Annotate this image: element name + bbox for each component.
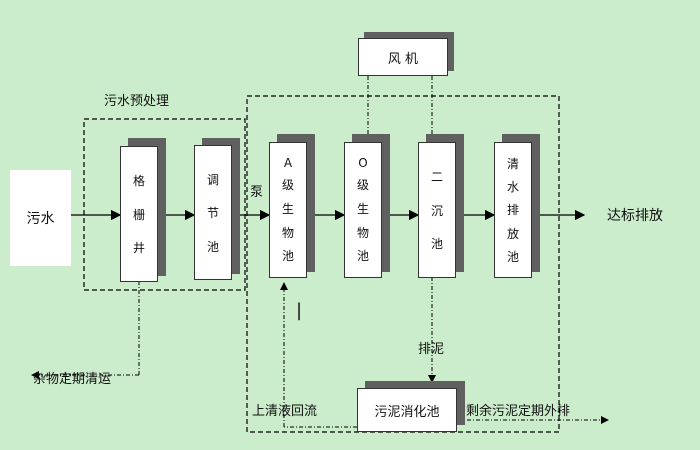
o-tank-char: O [358,155,368,170]
clarifier-char: 二 [430,169,443,184]
blower-label: 风 机 [387,51,419,67]
grating-well-char: 栅 [132,207,145,222]
discharge-label: 达标排放 [607,208,663,224]
blower-box: 风 机 [358,38,448,76]
clarifier-box: 二 沉 池 [418,142,456,278]
pretreatment-group-border [83,118,246,291]
excess-sludge-label: 剩余污泥定期外排 [466,404,571,419]
regulating-tank-char: 节 [206,206,219,220]
sludge-discharge-label: 排泥 [418,342,445,357]
clear-tank-char: 清 [506,157,519,172]
pretreatment-group-label: 污水预处理 [104,94,170,109]
clarifier-char: 沉 [430,203,443,218]
grating-well-char: 格 [132,173,145,188]
o-tank-char: 物 [356,225,369,240]
regulating-tank-char: 池 [206,239,219,254]
grating-well-box: 格 栅 井 [120,146,158,282]
sewage-label: 污水 [26,211,55,227]
debris-removal-label: 杂物定期清运 [33,372,112,387]
o-tank-char: 级 [356,178,369,193]
a-tank-char: 池 [281,249,294,264]
pump-label: 泵 [250,185,264,200]
regulating-tank-char: 调 [206,172,219,187]
clear-tank-char: 池 [506,249,519,264]
clear-tank-char: 排 [506,203,519,218]
discharge-output-box: 达标排放 [585,191,685,239]
vertical-mark: | [296,300,303,321]
supernatant-return-label: 上清液回流 [252,404,318,419]
main-process-group-border [246,95,560,433]
a-tank-char: A [283,155,293,170]
a-tank-char: 物 [281,225,294,240]
o-tank-char: 池 [356,249,369,264]
clear-tank-box: 清 水 排 放 池 [494,142,532,278]
clear-tank-char: 水 [506,180,519,195]
clear-tank-char: 放 [506,226,519,241]
a-tank-char: 级 [281,178,294,193]
sludge-digester-box: 污泥消化池 [357,388,457,432]
sludge-digester-label: 污泥消化池 [374,404,440,420]
o-tank-char: 生 [356,201,369,216]
a-tank-char: 生 [281,201,294,216]
grating-well-char: 井 [132,241,145,256]
o-tank-box: O 级 生 物 池 [344,142,382,278]
clarifier-char: 池 [430,237,443,252]
sewage-input-box: 污水 [10,170,71,266]
regulating-tank-box: 调 节 池 [194,145,232,280]
a-tank-box: A 级 生 物 池 [269,142,307,278]
